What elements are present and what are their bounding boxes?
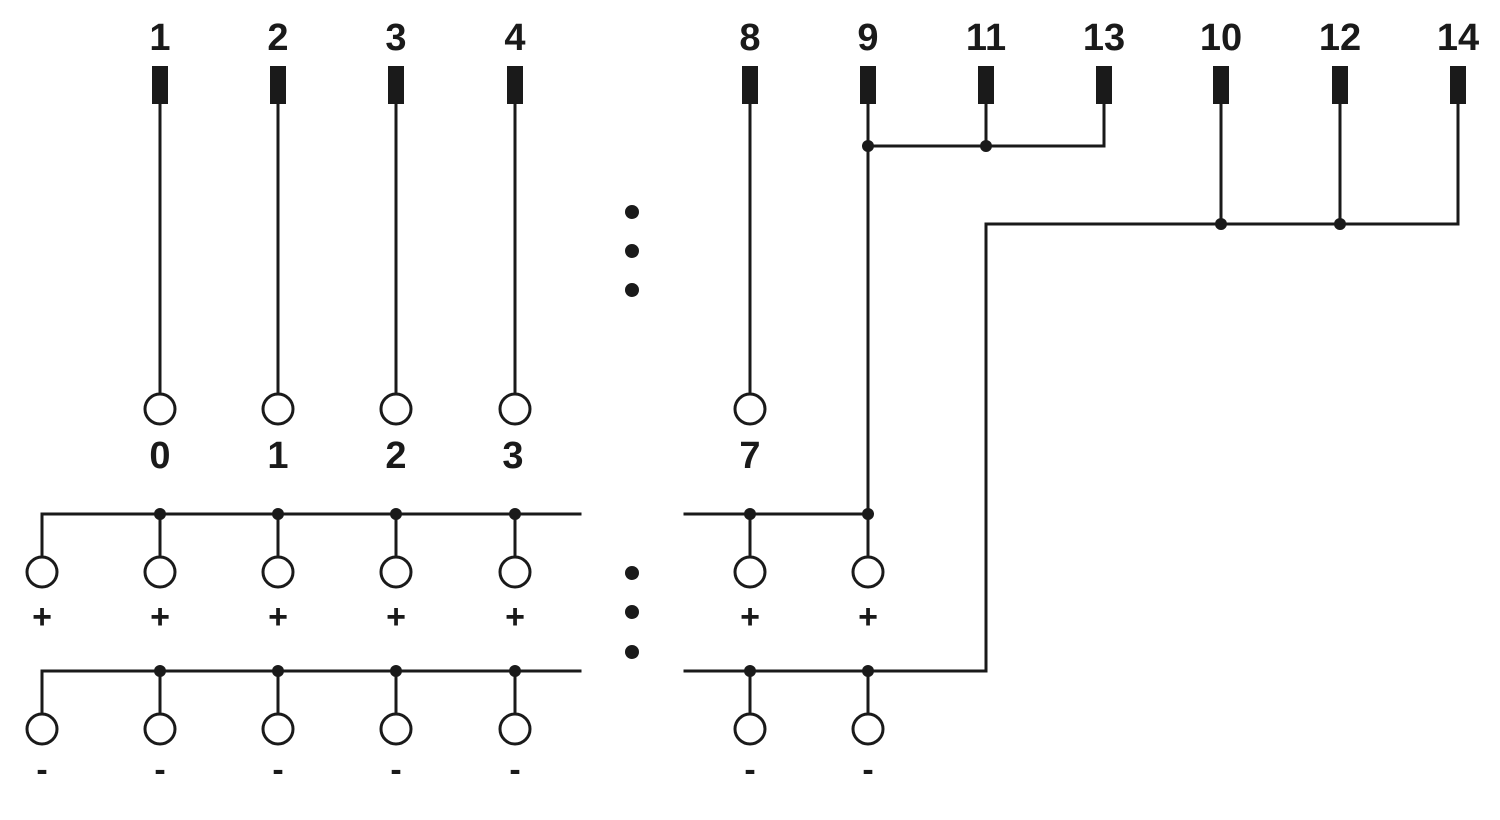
junction-dot [154,665,166,677]
ellipsis-dot [625,566,639,580]
positive-terminal [379,555,413,589]
plus-sign: + [505,598,525,636]
negative-terminal [733,712,767,746]
pin-label-11: 11 [966,17,1006,59]
channel-label-3: 3 [502,435,523,477]
channel-label-2: 2 [385,435,406,477]
pin-label-12: 12 [1319,17,1361,59]
ellipsis-dot [625,205,639,219]
pin-label-8: 8 [739,17,760,59]
channel-label-0: 0 [149,435,170,477]
junction-dot [744,508,756,520]
junction-dot [509,665,521,677]
positive-common-wiring [862,102,1106,558]
junction-dot [154,508,166,520]
positive-terminal [25,555,59,589]
ellipsis-dot [625,645,639,659]
negative-terminal [261,712,295,746]
junction-dot [272,665,284,677]
top-pin-labels: 1 2 3 4 8 9 11 13 10 12 14 [149,17,1479,59]
junction-dot [272,508,284,520]
minus-sign: - [862,751,873,789]
negative-terminal [851,712,885,746]
pin-label-14: 14 [1437,17,1479,59]
channel-terminal-0 [143,392,177,426]
pin-marker-3 [388,66,404,104]
channel-labels: 0 1 2 3 7 [149,435,760,477]
pin-label-4: 4 [504,17,525,59]
plus-sign: + [268,598,288,636]
pin-label-10: 10 [1200,17,1242,59]
minus-sign: - [154,751,165,789]
ellipsis-dot [625,605,639,619]
plus-sign: + [386,598,406,636]
channel-terminals [143,392,767,426]
minus-sign: - [509,751,520,789]
junction-dot [980,140,992,152]
channel-wires [158,102,752,396]
channel-label-7: 7 [739,435,760,477]
channel-terminal-7 [733,392,767,426]
pin-marker-11 [978,66,994,104]
pin-label-9: 9 [857,17,878,59]
junction-dot [862,140,874,152]
channel-terminal-2 [379,392,413,426]
minus-sign: - [390,751,401,789]
negative-terminal [25,712,59,746]
pin-marker-14 [1450,66,1466,104]
plus-sign: + [740,598,760,636]
pin-marker-1 [152,66,168,104]
top-pins [152,66,1466,104]
positive-terminal [851,555,885,589]
plus-sign: + [858,598,878,636]
pin-marker-4 [507,66,523,104]
plus-sign: + [150,598,170,636]
ellipsis-dot [625,283,639,297]
pin-marker-2 [270,66,286,104]
ellipsis-lower [625,566,639,659]
pin-label-13: 13 [1083,17,1125,59]
pin-label-2: 2 [267,17,288,59]
negative-bus: - - - - - - - [25,665,988,789]
ellipsis-dot [625,244,639,258]
pin-marker-10 [1213,66,1229,104]
junction-dot [1334,218,1346,230]
junction-dot [744,665,756,677]
plus-sign: + [32,598,52,636]
positive-bus: + + + + + + + [25,508,885,636]
junction-dot [862,665,874,677]
junction-dot [862,508,874,520]
pin-marker-12 [1332,66,1348,104]
minus-sign: - [36,751,47,789]
positive-terminal [261,555,295,589]
minus-sign: - [744,751,755,789]
pin-label-3: 3 [385,17,406,59]
pin-label-1: 1 [149,17,170,59]
negative-terminal [143,712,177,746]
minus-sign: - [272,751,283,789]
pin-marker-9 [860,66,876,104]
negative-terminal [498,712,532,746]
pin-marker-8 [742,66,758,104]
positive-terminal [498,555,532,589]
positive-terminal [143,555,177,589]
junction-dot [1215,218,1227,230]
positive-terminal [733,555,767,589]
pin-marker-13 [1096,66,1112,104]
junction-dot [390,665,402,677]
junction-dot [390,508,402,520]
junction-dot [509,508,521,520]
negative-terminal [379,712,413,746]
negative-common-wiring [984,102,1460,673]
channel-terminal-3 [498,392,532,426]
channel-label-1: 1 [267,435,288,477]
channel-terminal-1 [261,392,295,426]
ellipsis-upper [625,205,639,297]
